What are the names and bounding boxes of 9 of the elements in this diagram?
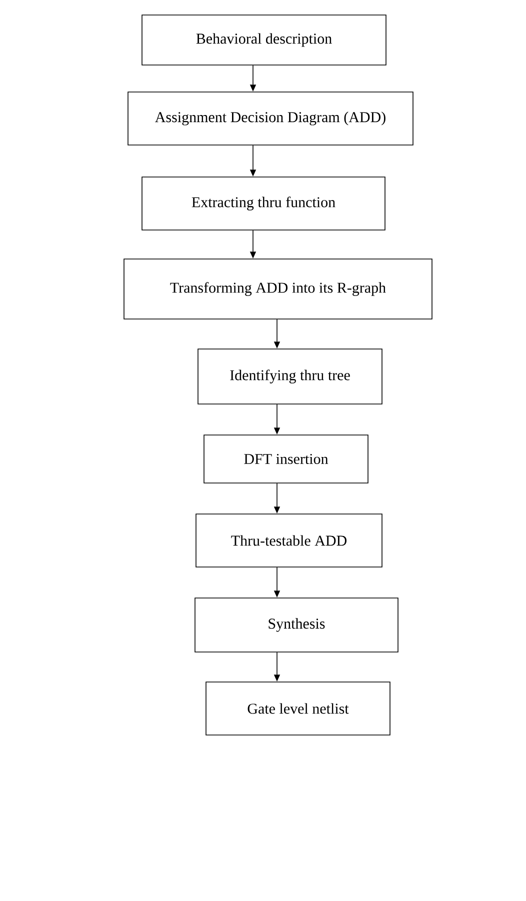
process-box: Behavioral description [142, 14, 386, 66]
process-box: Assignment Decision Diagram (ADD) [128, 92, 414, 146]
process-box: Gate level netlist [206, 682, 390, 736]
process-box: Synthesis [194, 598, 398, 652]
process-box: Transforming ADD into its R-graph [124, 258, 432, 320]
process-box: Thru-testable ADD [196, 514, 382, 568]
process-box: Identifying thru tree [198, 348, 382, 404]
process-box: Extracting thru function [142, 176, 386, 230]
process-box: DFT insertion [204, 434, 368, 484]
